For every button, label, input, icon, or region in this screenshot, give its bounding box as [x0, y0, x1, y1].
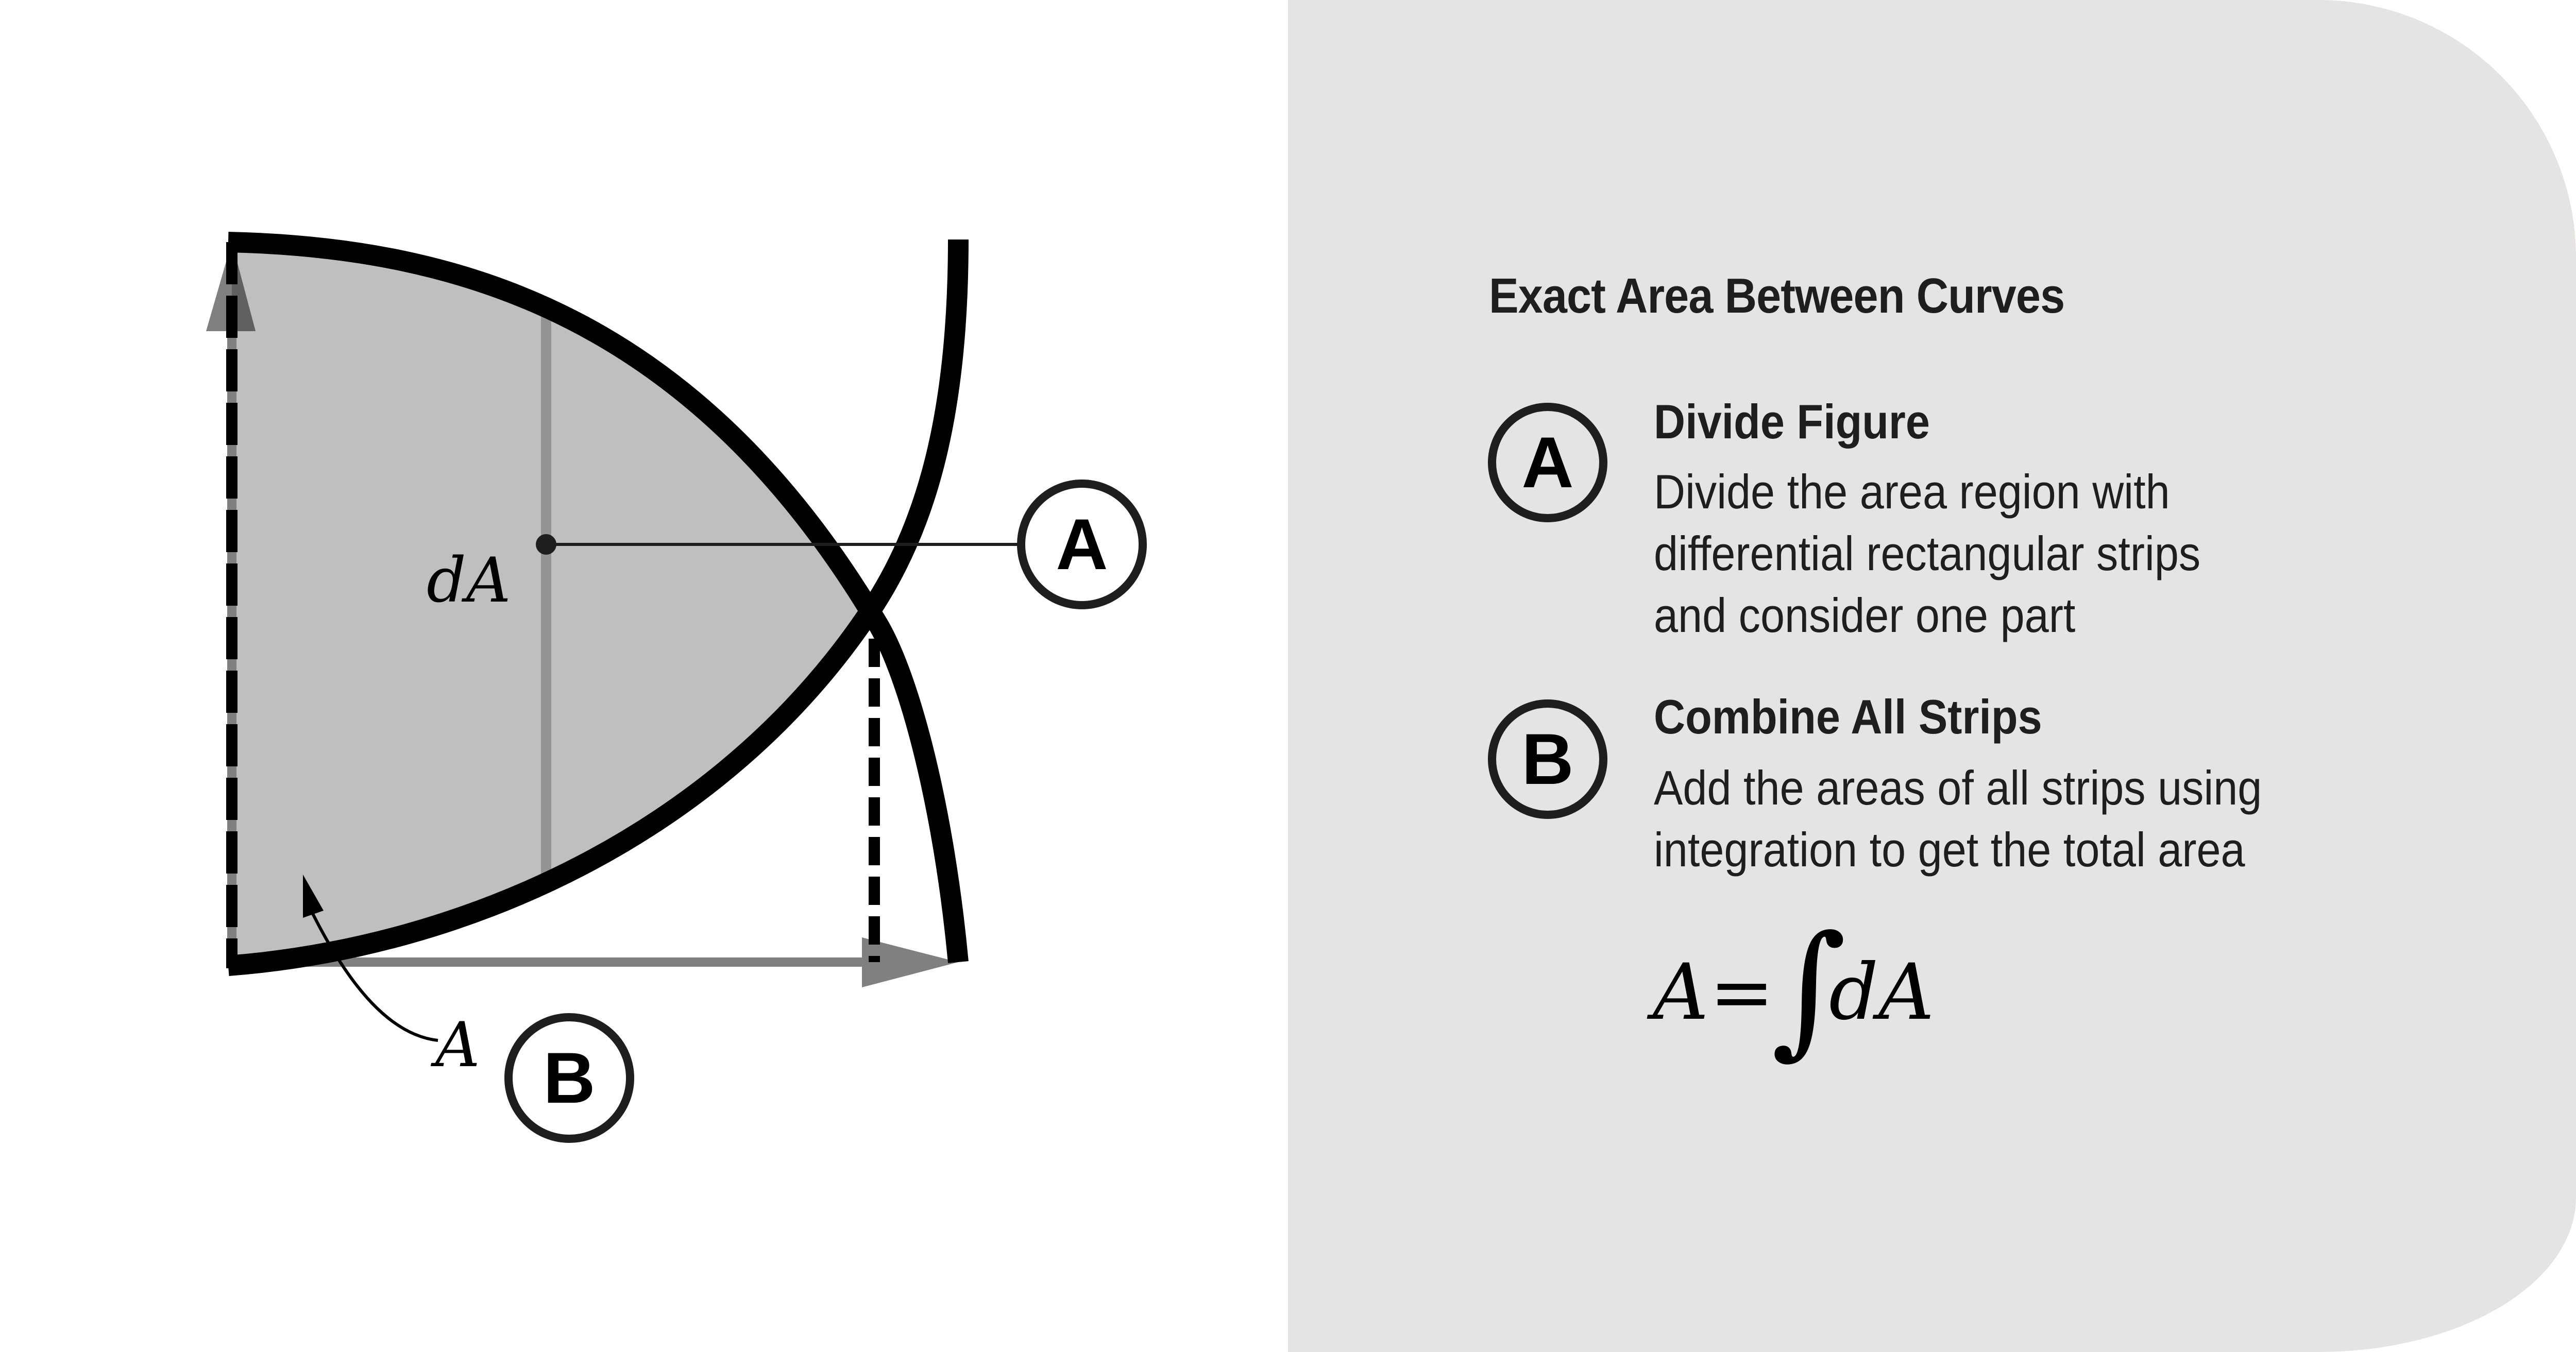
area-integral-formula: A = ∫ dA	[1649, 906, 2061, 1092]
step-a-title: Divide Figure	[1654, 395, 1930, 449]
area-pointer-arrowhead	[303, 875, 324, 918]
step-a-badge: A	[1488, 403, 1607, 522]
area-pointer-arrow	[310, 911, 438, 1042]
formula-equals: =	[1709, 948, 1774, 1037]
step-a-body-line: and consider one part	[1654, 588, 2076, 642]
y-axis-arrow-head-shade	[232, 242, 256, 331]
callout-a-circle	[1017, 480, 1147, 609]
step-a-body-line: differential rectangular strips	[1654, 526, 2201, 580]
lower-curve	[227, 239, 969, 976]
upper-curve	[228, 232, 969, 963]
x-axis-arrow-head	[862, 937, 958, 987]
integral-sign-icon: ∫	[1771, 905, 1846, 1073]
step-b-badge: B	[1488, 699, 1607, 819]
step-a-body-line: Divide the area region with	[1654, 465, 2170, 519]
step-b-body: Add the areas of all strips using integr…	[1654, 757, 2262, 881]
formula-lhs: A	[1653, 948, 1709, 1037]
callout-b-letter: B	[543, 1037, 595, 1118]
total-area-label: A	[430, 1009, 480, 1081]
callout-a-letter: A	[1056, 504, 1108, 585]
explanation-panel: Exact Area Between Curves A Divide Figur…	[1288, 0, 2576, 1352]
step-b-body-line: Add the areas of all strips using	[1654, 761, 2262, 815]
area-between-curves-diagram: dA A A B	[206, 232, 1147, 1143]
step-b-title: Combine All Strips	[1654, 690, 2042, 744]
panel-title: Exact Area Between Curves	[1489, 268, 2065, 323]
step-a-body: Divide the area region with differential…	[1654, 461, 2200, 646]
step-b-body-line: integration to get the total area	[1654, 823, 2245, 877]
formula-rhs: dA	[1829, 948, 1935, 1037]
callout-b-circle	[504, 1013, 634, 1143]
dA-label: dA	[427, 545, 511, 617]
